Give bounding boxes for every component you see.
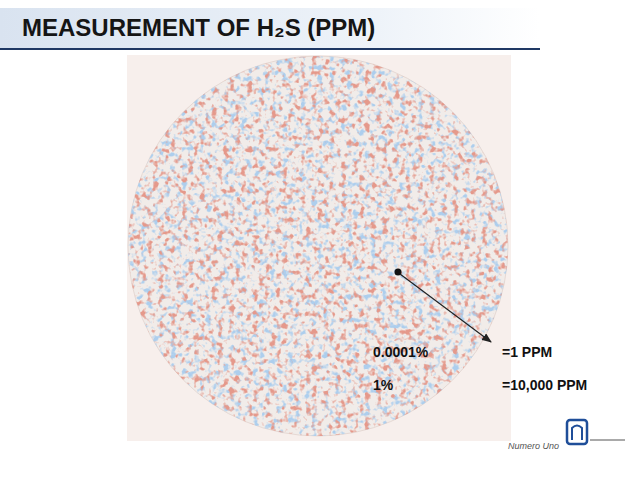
logo-icon [567,420,625,444]
title-bar [0,8,540,48]
sample-circle [128,56,508,436]
leader-arrow [400,274,491,342]
percent-value: 1% [373,377,393,393]
blue-speckle [128,56,508,436]
ppm-value: =1 PPM [502,344,552,360]
ppm-value: =10,000 PPM [502,377,587,393]
red-speckle [128,56,508,436]
logo-text: Numero Uno [508,441,559,451]
photo-ground [127,55,511,441]
percent-value: 0.0001% [373,344,428,360]
title-rule [0,48,540,50]
slide-title: MEASUREMENT OF H₂S (PPM) [22,14,375,42]
